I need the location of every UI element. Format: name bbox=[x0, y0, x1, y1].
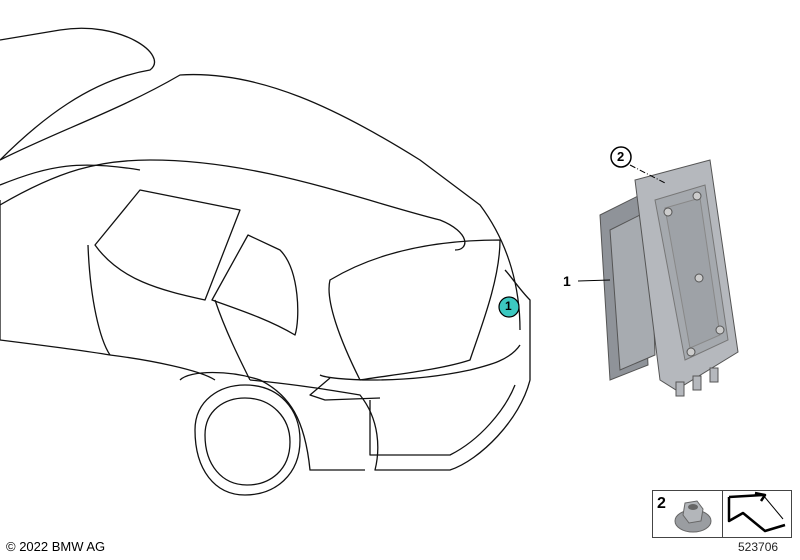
legend-item-number: 2 bbox=[657, 495, 666, 512]
callout-1-highlighted[interactable] bbox=[498, 296, 520, 318]
callout-2[interactable] bbox=[610, 146, 632, 168]
legend-symbol bbox=[721, 491, 792, 537]
parts-legend: 2 bbox=[652, 490, 792, 538]
control-module bbox=[599, 159, 739, 397]
vehicle-outline bbox=[0, 27, 531, 496]
callout-1-label-highlighted[interactable]: 1 bbox=[505, 299, 512, 313]
leader-lines bbox=[577, 164, 666, 282]
copyright-notice: © 2022 BMW AG bbox=[6, 539, 106, 554]
diagram-number: 523706 bbox=[738, 540, 779, 554]
hex-flange-nut-icon bbox=[674, 500, 712, 533]
legend-item-2[interactable]: 2 bbox=[653, 491, 722, 537]
bent-arrow-icon bbox=[727, 491, 785, 533]
callout-2-label[interactable]: 2 bbox=[617, 149, 625, 164]
callout-1-label[interactable]: 1 bbox=[563, 273, 571, 289]
